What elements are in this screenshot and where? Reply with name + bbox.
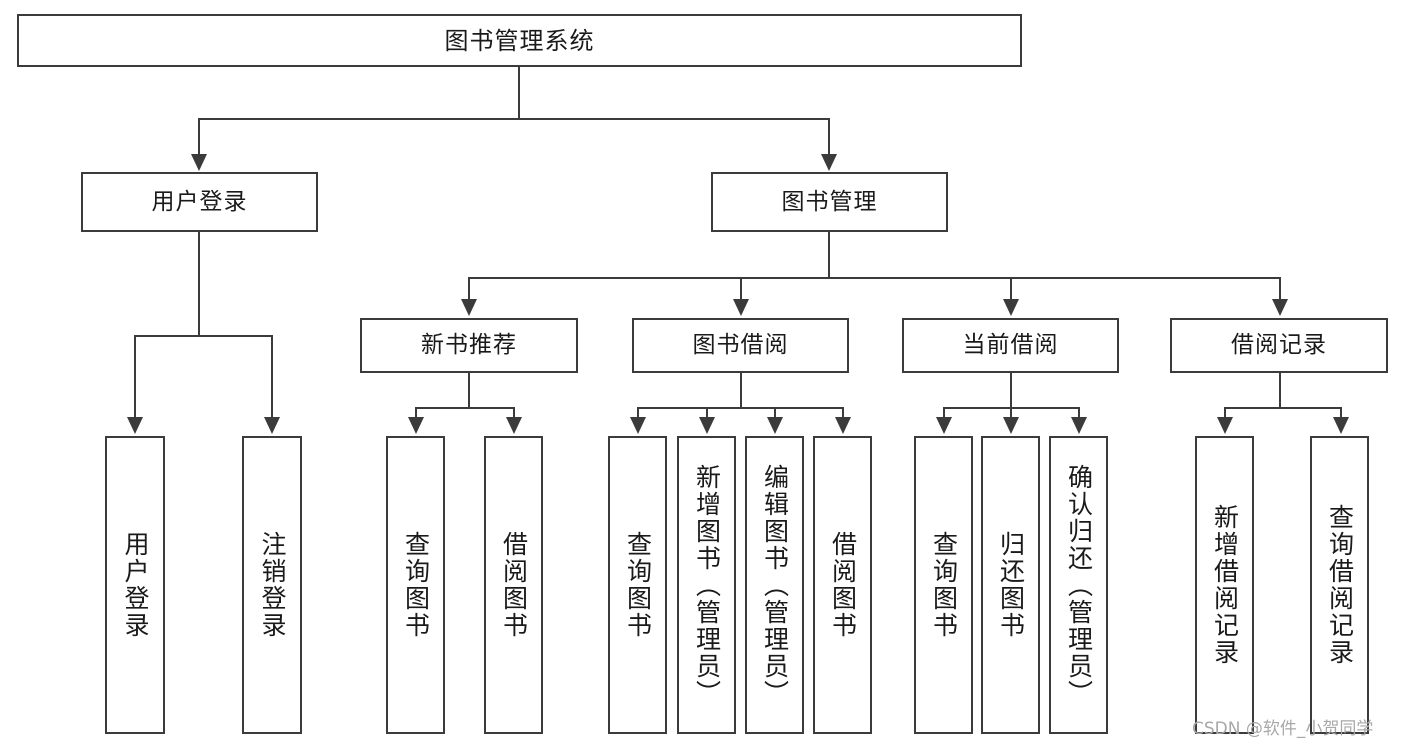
- node-label: 查询图书: [623, 531, 653, 639]
- leaf-new-book-query[interactable]: 查询图书: [386, 436, 445, 734]
- node-label: 当前借阅: [962, 332, 1059, 358]
- connector-book-mgmt-to-new-book: [468, 277, 470, 301]
- leaf-book-borrow-query[interactable]: 查询图书: [608, 436, 667, 734]
- arrow-book-mgmt-to-record: [1272, 299, 1288, 316]
- connector-book-borrow-to-leaf-2: [706, 407, 708, 419]
- node-label: 注销登录: [258, 531, 287, 639]
- arrow-current-borrow-to-leaf-1: [936, 417, 952, 434]
- connector-root-to-user-login: [198, 118, 200, 156]
- arrow-new-book-to-leaf-1: [408, 417, 424, 434]
- node-label: 查询借阅记录: [1325, 504, 1355, 666]
- arrow-root-to-user-login: [191, 154, 207, 171]
- node-label: 归还图书: [996, 531, 1026, 639]
- arrow-new-book-to-leaf-2: [506, 417, 522, 434]
- connector-current-borrow-to-leaf-2: [1010, 407, 1012, 419]
- node-label: 借阅记录: [1231, 332, 1327, 358]
- connector-borrow-record-to-leaf-2: [1340, 407, 1342, 419]
- connector-new-book-to-leaf-1: [415, 407, 417, 419]
- arrow-user-login-to-leaf-2: [264, 417, 280, 434]
- arrow-root-to-book-mgmt: [821, 154, 837, 171]
- connector-user-login-to-leaf-1: [134, 335, 136, 419]
- leaf-new-book-borrow[interactable]: 借阅图书: [484, 436, 543, 734]
- connector-root-to-book-mgmt: [828, 118, 830, 156]
- leaf-current-borrow-return[interactable]: 归还图书: [981, 436, 1040, 734]
- connector-borrow-record-to-leaf-1: [1224, 407, 1226, 419]
- node-label: 图书管理系统: [444, 26, 595, 55]
- arrow-book-borrow-to-leaf-1: [630, 417, 646, 434]
- arrow-book-mgmt-to-current: [1003, 299, 1019, 316]
- node-label: 借阅图书: [828, 531, 858, 639]
- node-root-system[interactable]: 图书管理系统: [17, 14, 1022, 67]
- connector-root-stem: [518, 67, 520, 118]
- node-user-login[interactable]: 用户登录: [81, 172, 318, 232]
- arrow-current-borrow-to-leaf-3: [1071, 417, 1087, 434]
- arrow-book-mgmt-to-borrow: [733, 299, 749, 316]
- node-label: 查询图书: [401, 531, 431, 639]
- node-label: 借阅图书: [499, 531, 529, 639]
- connector-book-borrow-bus: [637, 407, 843, 409]
- connector-current-borrow-stem: [1010, 373, 1012, 407]
- connector-book-mgmt-bus: [468, 277, 1280, 279]
- node-new-book-recommend[interactable]: 新书推荐: [360, 318, 578, 373]
- node-label: 新增图书（管理员）: [692, 463, 722, 707]
- node-borrow-record[interactable]: 借阅记录: [1170, 318, 1388, 373]
- arrow-book-borrow-to-leaf-2: [699, 417, 715, 434]
- leaf-current-borrow-confirm[interactable]: 确认归还（管理员）: [1049, 436, 1108, 734]
- connector-user-login-bus: [134, 335, 271, 337]
- connector-borrow-record-bus: [1224, 407, 1341, 409]
- node-label: 图书借阅: [692, 332, 789, 358]
- connector-borrow-record-stem: [1279, 373, 1281, 407]
- node-current-borrow[interactable]: 当前借阅: [902, 318, 1119, 373]
- arrow-current-borrow-to-leaf-2: [1003, 417, 1019, 434]
- connector-book-borrow-to-leaf-1: [637, 407, 639, 419]
- leaf-user-login-logout[interactable]: 注销登录: [242, 436, 302, 734]
- connector-user-login-stem: [198, 232, 200, 335]
- arrow-book-borrow-to-leaf-3: [767, 417, 783, 434]
- leaf-book-borrow-add[interactable]: 新增图书（管理员）: [677, 436, 736, 734]
- node-book-borrow[interactable]: 图书借阅: [632, 318, 849, 373]
- leaf-book-borrow-borrow[interactable]: 借阅图书: [813, 436, 872, 734]
- arrow-user-login-to-leaf-1: [127, 417, 143, 434]
- connector-book-mgmt-to-current: [1010, 277, 1012, 301]
- arrow-book-mgmt-to-new-book: [461, 299, 477, 316]
- csdn-watermark: CSDN @软件_小贺同学: [1192, 719, 1374, 739]
- leaf-borrow-record-add[interactable]: 新增借阅记录: [1195, 436, 1254, 734]
- node-label: 用户登录: [151, 188, 248, 215]
- node-label: 查询图书: [929, 531, 959, 639]
- node-label: 编辑图书（管理员）: [760, 463, 790, 707]
- node-label: 新书推荐: [421, 332, 517, 358]
- node-book-management[interactable]: 图书管理: [711, 172, 948, 232]
- arrow-borrow-record-to-leaf-2: [1333, 417, 1349, 434]
- leaf-borrow-record-query[interactable]: 查询借阅记录: [1310, 436, 1369, 734]
- connector-new-book-stem: [468, 373, 470, 407]
- arrow-book-borrow-to-leaf-4: [835, 417, 851, 434]
- leaf-book-borrow-edit[interactable]: 编辑图书（管理员）: [745, 436, 804, 734]
- node-label: 新增借阅记录: [1210, 504, 1240, 666]
- connector-book-borrow-to-leaf-4: [842, 407, 844, 419]
- leaf-user-login-login[interactable]: 用户登录: [105, 436, 165, 734]
- connector-book-borrow-stem: [740, 373, 742, 407]
- node-label: 图书管理: [781, 188, 878, 215]
- connector-book-mgmt-to-record: [1279, 277, 1281, 301]
- node-label: 用户登录: [121, 531, 150, 639]
- leaf-current-borrow-query[interactable]: 查询图书: [914, 436, 973, 734]
- connector-user-login-to-leaf-2: [271, 335, 273, 419]
- arrow-borrow-record-to-leaf-1: [1217, 417, 1233, 434]
- connector-book-borrow-to-leaf-3: [774, 407, 776, 419]
- connector-root-bus: [199, 118, 830, 120]
- connector-current-borrow-to-leaf-3: [1078, 407, 1080, 419]
- connector-new-book-bus: [415, 407, 514, 409]
- connector-book-mgmt-to-borrow: [740, 277, 742, 301]
- connector-book-mgmt-stem: [828, 232, 830, 277]
- connector-current-borrow-to-leaf-1: [943, 407, 945, 419]
- node-label: 确认归还（管理员）: [1064, 463, 1094, 707]
- connector-new-book-to-leaf-2: [513, 407, 515, 419]
